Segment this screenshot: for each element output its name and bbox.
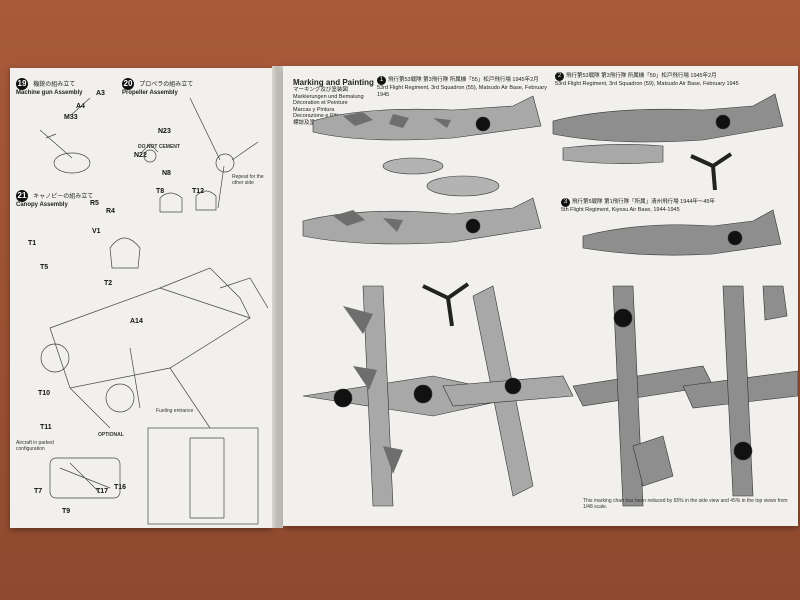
part-label: T9: [62, 508, 71, 515]
left-instruction-sheet: 19 機銃の組み立て Machine gun Assembly 20 プロペラの…: [10, 68, 272, 528]
unit-number: 3: [561, 198, 570, 207]
step-number: 21: [16, 190, 28, 202]
step-jp: キャノピーの組み立て: [33, 194, 94, 201]
aircraft-profiles: [302, 93, 798, 507]
unit-en: 53rd Flight Regiment, 3rd Squadron (59),…: [555, 81, 739, 87]
unit-number: 2: [555, 72, 564, 81]
center-fold: [272, 66, 283, 528]
unit-en: 53rd Flight Regiment, 3rd Squadron (55),…: [377, 85, 547, 98]
step-en: Canopy Assembly: [16, 202, 68, 208]
step-en: Machine gun Assembly: [16, 90, 83, 96]
part-label: T11: [40, 424, 52, 431]
unit-jp: 飛行第5戦隊 第1飛行隊「所属」清州飛行場 1944年～45年: [572, 199, 716, 205]
part-label: T12: [192, 188, 205, 195]
scale-footnote: This marking chart has been reduced by 6…: [583, 498, 788, 510]
part-label: T8: [156, 188, 165, 195]
marking-title: Marking and Painting: [293, 78, 374, 87]
no-cement-note: DO NOT CEMENT: [138, 144, 180, 150]
part-label: T17: [96, 488, 109, 495]
unit-jp: 飛行第53戦隊 第3飛行隊 所属機「59」松戸飛行場 1945年2月: [566, 73, 717, 79]
repeat-note: Repeat for the other side: [232, 174, 264, 186]
part-label: N23: [158, 128, 171, 135]
step-jp: 機銃の組み立て: [33, 82, 76, 89]
marking-title-block: Marking and Painting マーキング及び塗装図 Markieru…: [293, 78, 374, 126]
part-label: T7: [34, 488, 43, 495]
step-en: Propeller Assembly: [122, 90, 178, 96]
unit-jp: 飛行第53戦隊 第3飛行隊 所属機「55」松戸飛行場 1945年2月: [388, 77, 539, 83]
part-label: R4: [106, 208, 115, 215]
unit-number: 1: [377, 76, 386, 85]
assembly-line-art: [39, 97, 269, 525]
fueling-note: Fueling entrance: [156, 408, 194, 414]
marking-subtitle-line: Marcas y Pintura: [293, 106, 335, 113]
part-label: A14: [130, 318, 143, 325]
part-label: N22: [134, 152, 147, 159]
part-label: T10: [38, 390, 51, 397]
marking-subtitle-line: Décoration et Peinture: [293, 100, 348, 106]
part-label: T2: [104, 280, 113, 287]
marking-subtitle-line: Decorazione e Pittura: [293, 113, 346, 119]
marking-subtitle-line: 標誌及塗色指示: [293, 119, 332, 126]
step-jp: プロペラの組み立て: [139, 82, 194, 89]
step-20-header: 20 プロペラの組み立て Propeller Assembly: [122, 78, 193, 97]
part-label: R5: [90, 200, 99, 207]
marking-subtitle-line: Markierungen und Bemalung: [293, 93, 364, 100]
unit-en: 5th Flight Regiment, Kiyosu Air Base, 19…: [561, 207, 680, 213]
step-21-header: 21 キャノピーの組み立て Canopy Assembly: [16, 190, 93, 209]
part-label: T5: [40, 264, 49, 271]
step-19-header: 19 機銃の組み立て Machine gun Assembly: [16, 78, 82, 97]
part-label: V1: [92, 228, 101, 235]
part-label: A3: [96, 90, 105, 97]
part-label: N8: [162, 170, 171, 177]
step-number: 19: [16, 78, 28, 90]
step-number: 20: [122, 78, 134, 90]
optional-note: OPTIONAL: [98, 432, 124, 438]
part-label: T1: [28, 240, 37, 247]
marking-subtitle-jp: マーキング及び塗装図: [293, 87, 348, 93]
part-label: M33: [64, 114, 78, 121]
marking-painting-sheet: Marking and Painting マーキング及び塗装図 Markieru…: [283, 66, 798, 526]
parked-note: Aircraft in parked configuration: [16, 440, 54, 452]
